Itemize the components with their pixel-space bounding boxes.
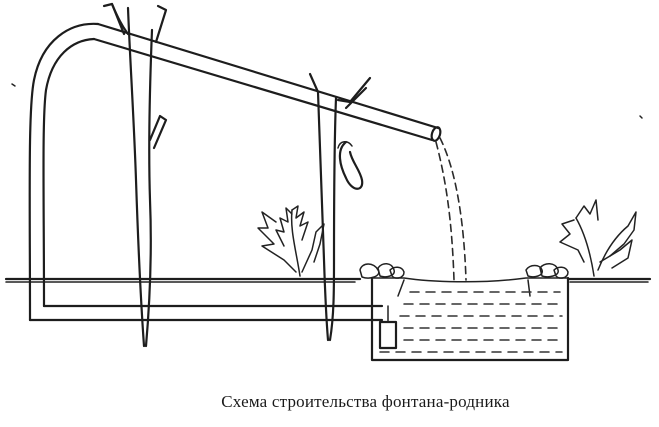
rim-stones [359,263,569,279]
pool-reservoir [370,276,570,362]
plant-left [257,205,325,277]
paper-specks [11,83,643,119]
ground-surface [4,277,652,283]
support-pole-left [102,2,168,348]
plant-right [559,199,637,277]
water-stream [435,137,467,281]
support-pole-right [308,72,372,342]
pool-water [379,291,563,353]
hanging-bag [337,140,364,190]
figure-caption: Схема строительства фонтана-родника [221,392,510,411]
